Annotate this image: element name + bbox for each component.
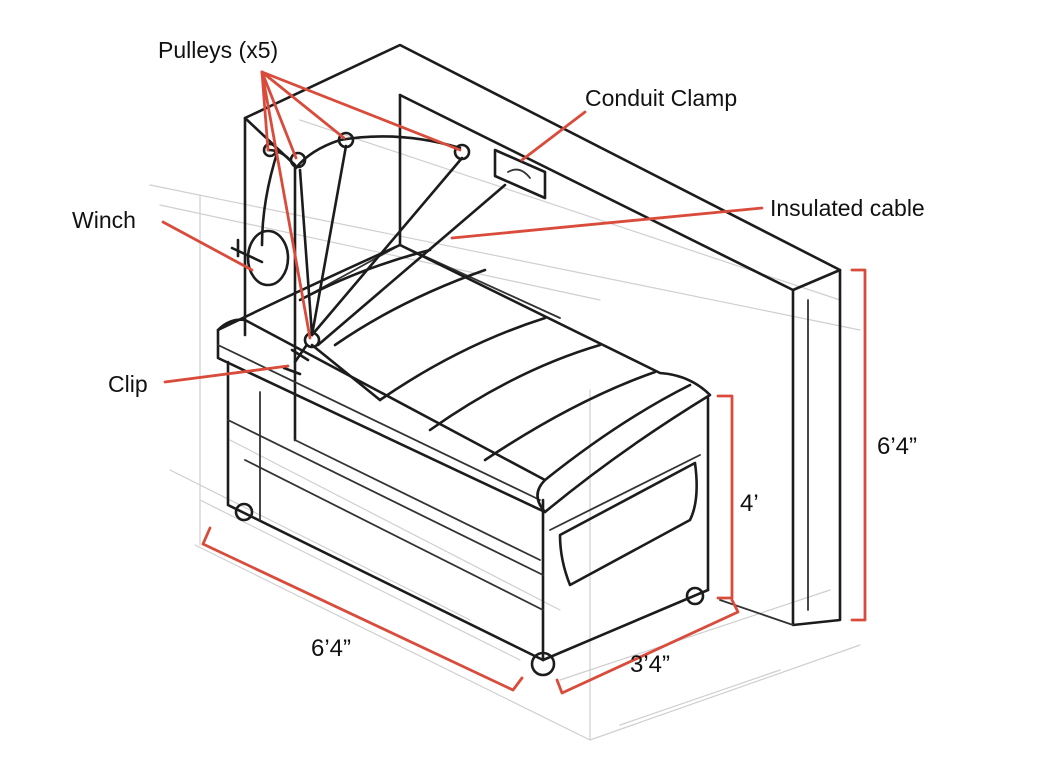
label-clip: Clip	[108, 371, 148, 397]
annotation-leaders	[161, 70, 764, 384]
cabinet-body	[226, 360, 710, 677]
rigging	[230, 131, 547, 402]
clip-mark	[282, 344, 310, 376]
dim-depth: 3’4”	[630, 651, 670, 678]
winch-drum	[246, 229, 290, 287]
length-bracket	[201, 526, 524, 692]
wall-height-bracket	[850, 268, 867, 622]
box-height-bracket	[716, 394, 734, 600]
dim-length: 6’4”	[311, 635, 351, 662]
label-insulated-cable: Insulated cable	[770, 195, 925, 221]
dim-wall-height: 6’4”	[877, 433, 917, 460]
label-conduit-clamp: Conduit Clamp	[585, 85, 737, 111]
label-pulleys: Pulleys (x5)	[158, 37, 278, 63]
label-winch: Winch	[72, 207, 136, 233]
construction-lines	[149, 119, 861, 741]
conduit-clamp-plate	[493, 148, 547, 200]
depth-bracket	[555, 598, 740, 695]
mattress-top	[216, 243, 712, 514]
dimension-brackets	[201, 268, 867, 695]
dim-box-height: 4’	[740, 490, 759, 517]
